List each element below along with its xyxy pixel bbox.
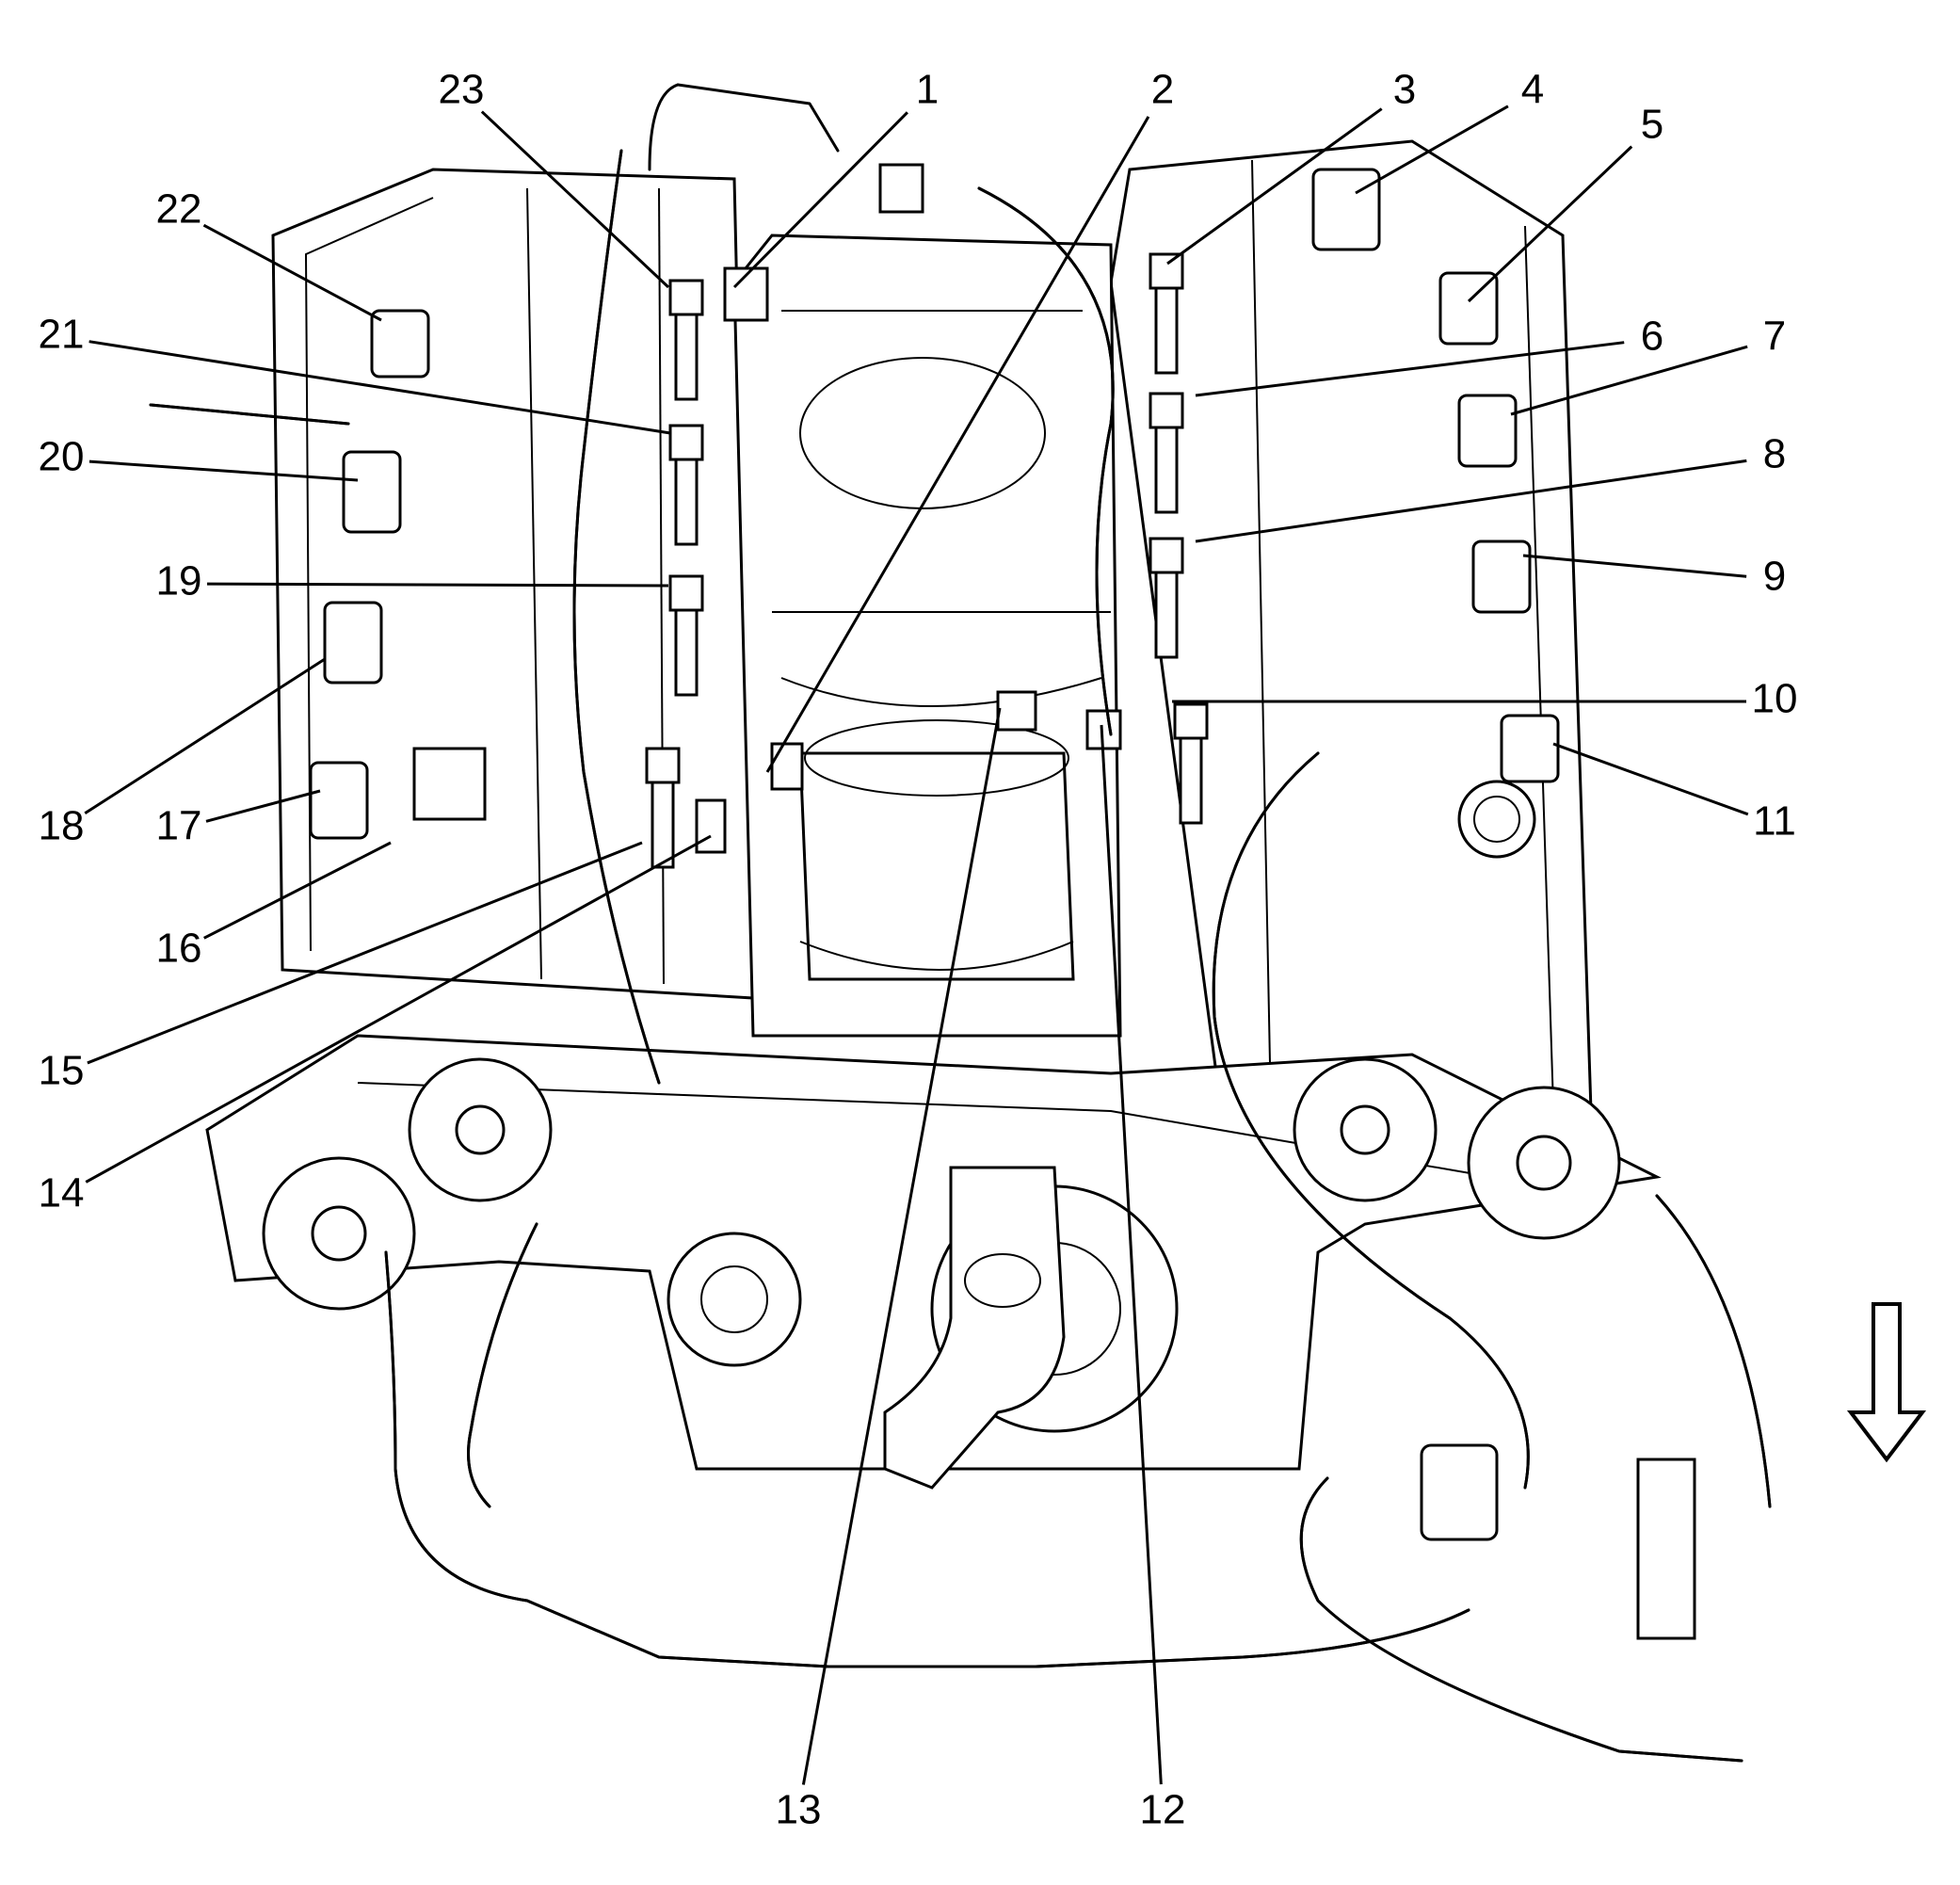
- leader-line-9: [1522, 554, 1747, 578]
- callout-14: 14: [39, 1170, 85, 1216]
- callout-5: 5: [1641, 102, 1663, 148]
- leader-line-23: [480, 110, 670, 289]
- callout-16: 16: [156, 926, 202, 972]
- callout-11: 11: [1753, 798, 1796, 845]
- front-direction-arrow: [1846, 1302, 1927, 1463]
- leader-line-11: [1552, 742, 1749, 816]
- callout-leaders: [84, 105, 1749, 1785]
- callout-1: 1: [916, 67, 939, 113]
- callout-21: 21: [39, 312, 85, 358]
- callout-6: 6: [1641, 314, 1663, 360]
- leader-line-8: [1195, 459, 1747, 543]
- leader-line-6: [1195, 341, 1625, 397]
- callout-3: 3: [1393, 67, 1416, 113]
- callout-4: 4: [1521, 67, 1544, 113]
- leader-line-5: [1467, 145, 1633, 303]
- leader-line-17: [205, 789, 321, 823]
- leader-line-3: [1166, 107, 1383, 266]
- callout-22: 22: [156, 186, 202, 233]
- leader-line-15: [87, 841, 643, 1065]
- engine-artwork: [149, 83, 1927, 1763]
- leader-line-16: [203, 841, 392, 940]
- callout-8: 8: [1763, 431, 1786, 477]
- injectors-left: [645, 279, 704, 869]
- callout-2: 2: [1151, 67, 1174, 113]
- injectors-right: [1149, 252, 1209, 825]
- callout-23: 23: [439, 67, 485, 113]
- leader-line-1: [732, 111, 908, 289]
- leader-line-13: [801, 707, 1002, 1785]
- callout-15: 15: [39, 1048, 85, 1094]
- leader-line-7: [1510, 345, 1748, 416]
- leader-line-14: [85, 834, 712, 1184]
- callout-20: 20: [39, 434, 85, 480]
- leader-line-2: [765, 116, 1150, 773]
- leader-line-4: [1355, 105, 1509, 195]
- callout-18: 18: [39, 803, 85, 849]
- callout-13: 13: [776, 1787, 822, 1833]
- wiring-harness: [149, 83, 1772, 1763]
- callout-12: 12: [1140, 1787, 1186, 1833]
- leader-line-19: [206, 582, 669, 588]
- callout-labels: 1 2 3 4 5 6 7 8 9 10 11 12 13 14 15 16 1…: [39, 67, 1798, 1833]
- callout-17: 17: [156, 803, 202, 849]
- leader-line-12: [1100, 724, 1163, 1785]
- ignition-coils-left: [309, 309, 430, 840]
- callout-7: 7: [1763, 314, 1786, 360]
- ignition-coils-right: [1311, 168, 1560, 783]
- leader-line-20: [88, 459, 359, 482]
- callout-10: 10: [1752, 676, 1798, 722]
- leader-line-18: [84, 657, 326, 815]
- callout-19: 19: [156, 558, 202, 604]
- callout-9: 9: [1763, 554, 1786, 600]
- leader-line-21: [88, 340, 671, 435]
- leader-line-22: [202, 223, 382, 322]
